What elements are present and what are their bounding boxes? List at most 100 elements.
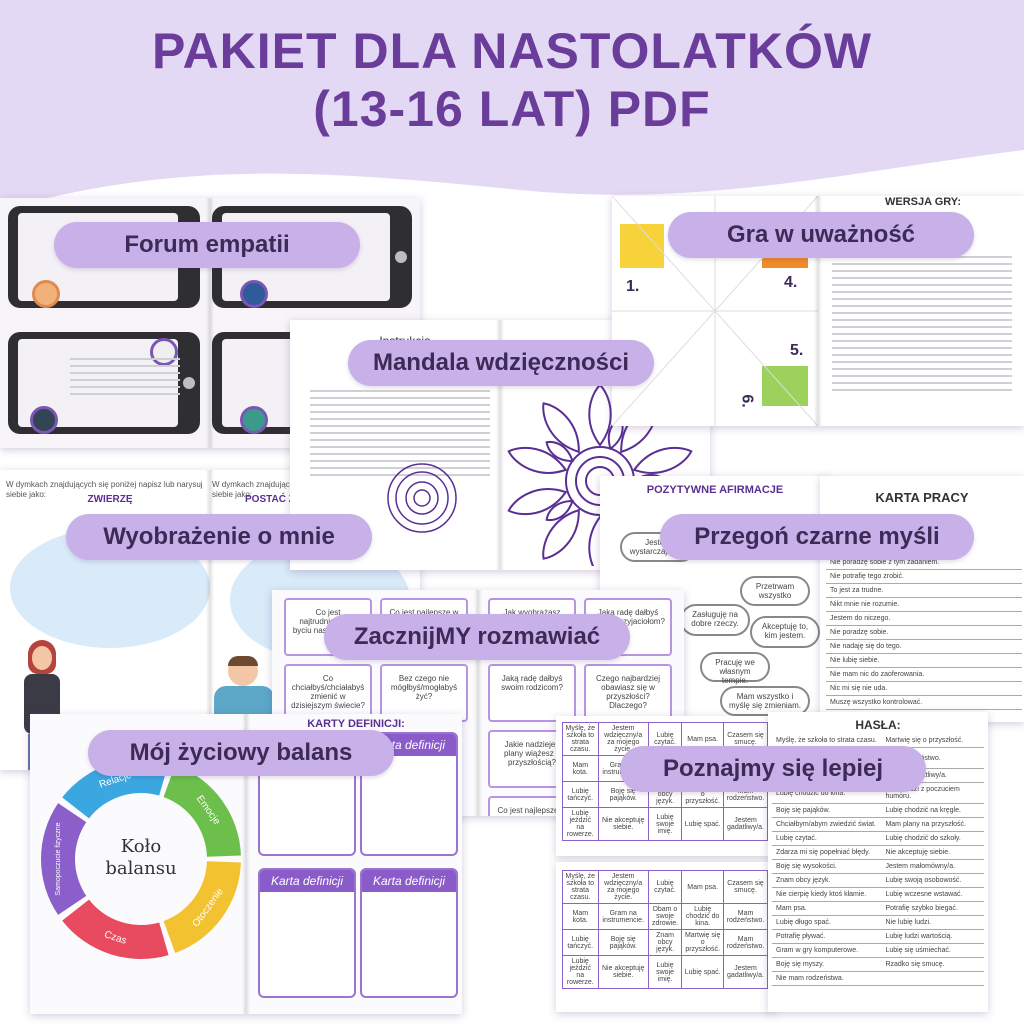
text-lines xyxy=(832,256,1012,396)
grid-cell: Mam kota. xyxy=(562,755,599,782)
grid-cell: Lubię swoje imię. xyxy=(647,955,683,989)
grid-cell: Lubię tańczyć. xyxy=(562,781,599,808)
hasla-cell: Mam psa. xyxy=(772,901,882,916)
grid-cell: Nie akceptuję siebie. xyxy=(597,955,649,989)
karta-pracy-cell: Jestem do niczego. xyxy=(826,611,1010,626)
grid-row: Myślę, że szkoła to strata czasu.Jestem … xyxy=(562,870,768,904)
grid-cell: Gram na instrumencie. xyxy=(597,903,649,930)
karta-pracy-empty-cell xyxy=(1009,611,1022,626)
grid-cell: Lubię jeździć na rowerze. xyxy=(562,807,599,841)
karta-pracy-cell: Nie poradzę sobie. xyxy=(826,625,1010,640)
karta-pracy-empty-cell xyxy=(1009,653,1022,668)
avatar-icon xyxy=(240,406,268,434)
title-line-1: PAKIET DLA NASTOLATKÓW xyxy=(151,23,873,79)
avatar-icon xyxy=(150,338,178,366)
hasla-row: Nie cierpię kiedy ktoś kłamie.Lubię wcze… xyxy=(772,887,984,902)
karta-pracy-cell: Muszę wszystko kontrolować. xyxy=(826,695,1010,710)
grid-cell: Jestem gadatliwy/a. xyxy=(723,807,768,841)
karta-pracy-empty-cell xyxy=(1009,597,1022,612)
karta-pracy-heading: KARTA PRACY xyxy=(875,490,969,505)
grid-cell: Boję się pająków. xyxy=(597,929,649,956)
label-mandala-wdziecznosci: Mandala wdzięczności xyxy=(348,340,654,386)
grid-cell: Myślę, że szkoła to strata czasu. xyxy=(562,870,599,904)
karta-pracy-cell: Nie potrafię tego zrobić. xyxy=(826,569,1010,584)
hasla-row: Zdarza mi się popełniać błędy.Nie akcept… xyxy=(772,845,984,860)
small-mandala-drawing xyxy=(387,463,457,533)
hasla-row: Lubię czytać.Lubię chodzić do szkoły. xyxy=(772,831,984,846)
instruction-text: W dymkach znajdujących się poniżej napis… xyxy=(6,480,203,499)
karta-pracy-row: Nie lubię siebie. xyxy=(826,653,1022,668)
affirmation-cloud: Akceptuję to, kim jestem. xyxy=(750,616,820,648)
label-przegon-czarne-mysli: Przegoń czarne myśli xyxy=(660,514,974,560)
karta-pracy-page: KARTA PRACY Nie poradzę sobie z tym zada… xyxy=(820,476,1024,722)
hasla-cell: Lubię się uśmiechać. xyxy=(881,943,984,958)
karta-pracy-cell: To jest za trudne. xyxy=(826,583,1010,598)
grid-cell: Martwię się o przyszłość. xyxy=(681,929,725,956)
karta-pracy-table: Nie poradzę sobie z tym zadaniem.Nie pot… xyxy=(826,556,1022,722)
grid-cell: Lubię spać. xyxy=(681,955,725,989)
hasla-cell: Potrafię pływać. xyxy=(772,929,882,944)
karta-pracy-row: Nikt mnie nie rozumie. xyxy=(826,597,1022,612)
hasla-cell xyxy=(881,971,984,986)
hasla-cell: Lubię swoją osobowość. xyxy=(881,873,984,888)
hasla-cell: Jestem małomówny/a. xyxy=(881,859,984,874)
text-lines xyxy=(70,358,180,400)
hasla-cell: Lubię wczesne wstawać. xyxy=(881,887,984,902)
grid-cell: Lubię chodzić do kina. xyxy=(681,903,725,930)
label-zacznijmy-rozmawiac: ZacznijMY rozmawiać xyxy=(324,614,630,660)
grid-row: Lubię jeździć na rowerze.Nie akceptuję s… xyxy=(562,955,768,989)
karty-definicji-heading: KARTY DEFINICJI: xyxy=(307,718,405,730)
karta-pracy-empty-cell xyxy=(1009,556,1022,570)
afirmacje-heading: POZYTYWNE AFIRMACJE xyxy=(646,484,784,496)
avatar-icon xyxy=(30,406,58,434)
label-poznajmy-sie-lepiej: Poznajmy się lepiej xyxy=(620,746,926,792)
hasla-row: Boję się wysokości.Jestem małomówny/a. xyxy=(772,859,984,874)
hasla-cell: Znam obcy język. xyxy=(772,873,882,888)
karta-pracy-row: Muszę wszystko kontrolować. xyxy=(826,695,1022,710)
title-line-2: (13-16 LAT) PDF xyxy=(313,81,711,137)
grid-cell: Mam rodzeństwo. xyxy=(723,903,768,930)
karta-pracy-empty-cell xyxy=(1009,695,1022,710)
hasla-cell: Boję się wysokości. xyxy=(772,859,882,874)
karta-pracy-cell: Nic mi się nie uda. xyxy=(826,681,1010,696)
poznajmy-grid-table: Myślę, że szkoła to strata czasu.Jestem … xyxy=(562,870,768,989)
poznajmy-grid-page: Myślę, że szkoła to strata czasu.Jestem … xyxy=(556,862,774,1012)
section-heading-zwierze: ZWIERZĘ xyxy=(87,494,133,505)
hasla-cell: Boję się pająków. xyxy=(772,803,882,818)
affirmation-cloud: Przetrwam wszystko xyxy=(740,576,810,606)
grid-cell: Czasem się smucę. xyxy=(723,870,768,904)
definition-card: Karta definicji xyxy=(360,868,458,998)
hasla-row: Boję się myszy.Rzadko się smucę. xyxy=(772,957,984,972)
hasla-row: Znam obcy język.Lubię swoją osobowość. xyxy=(772,873,984,888)
question-card: Jaką radę dałbyś swoim rodzicom? xyxy=(488,664,576,722)
karta-pracy-empty-cell xyxy=(1009,667,1022,682)
hasla-row: Mam psa.Potrafię szybko biegać. xyxy=(772,901,984,916)
grid-cell: Mam psa. xyxy=(681,870,725,904)
karta-pracy-row: To jest za trudne. xyxy=(826,583,1022,598)
hasla-row: Boję się pająków.Lubię chodzić na kręgle… xyxy=(772,803,984,818)
avatar-icon xyxy=(240,280,268,308)
hasla-row: Nie mam rodzeństwa. xyxy=(772,971,984,986)
karta-pracy-row: Nie poradzę sobie. xyxy=(826,625,1022,640)
balance-segment xyxy=(41,803,87,915)
hasla-cell: Potrafię szybko biegać. xyxy=(881,901,984,916)
hasla-cell: Nie lubię ludzi. xyxy=(881,915,984,930)
hasla-cell: Lubię ludzi wartością. xyxy=(881,929,984,944)
question-card: Czego najbardziej obawiasz się w przyszł… xyxy=(584,664,672,722)
grid-cell: Jestem wdzięczny/a za mojego życie. xyxy=(597,870,649,904)
karta-pracy-cell: Nie lubię siebie. xyxy=(826,653,1010,668)
grid-cell: Lubię jeździć na rowerze. xyxy=(562,955,599,989)
grid-cell: Lubię tańczyć. xyxy=(562,929,599,956)
hasla-heading: HASŁA: xyxy=(855,718,901,732)
hasla-row: Chciałbym/abym zwiedzić świat.Mam plany … xyxy=(772,817,984,832)
balance-segment xyxy=(163,765,241,857)
karta-pracy-empty-cell xyxy=(1009,639,1022,654)
hasla-cell: Lubię chodzić do szkoły. xyxy=(881,831,984,846)
question-card: Co chciałbyś/chciałabyś zmienić w dzisie… xyxy=(284,664,372,722)
affirmation-cloud: Pracuję we własnym tempie. xyxy=(700,652,770,685)
label-wyobrazenie-o-mnie: Wyobrażenie o mnie xyxy=(66,514,372,560)
grid-cell: Dbam o swoje zdrowie. xyxy=(647,903,683,930)
karta-pracy-cell: Nikt mnie nie rozumie. xyxy=(826,597,1010,612)
karta-pracy-row: Jestem do niczego. xyxy=(826,611,1022,626)
karta-pracy-row: Nic mi się nie uda. xyxy=(826,681,1022,696)
